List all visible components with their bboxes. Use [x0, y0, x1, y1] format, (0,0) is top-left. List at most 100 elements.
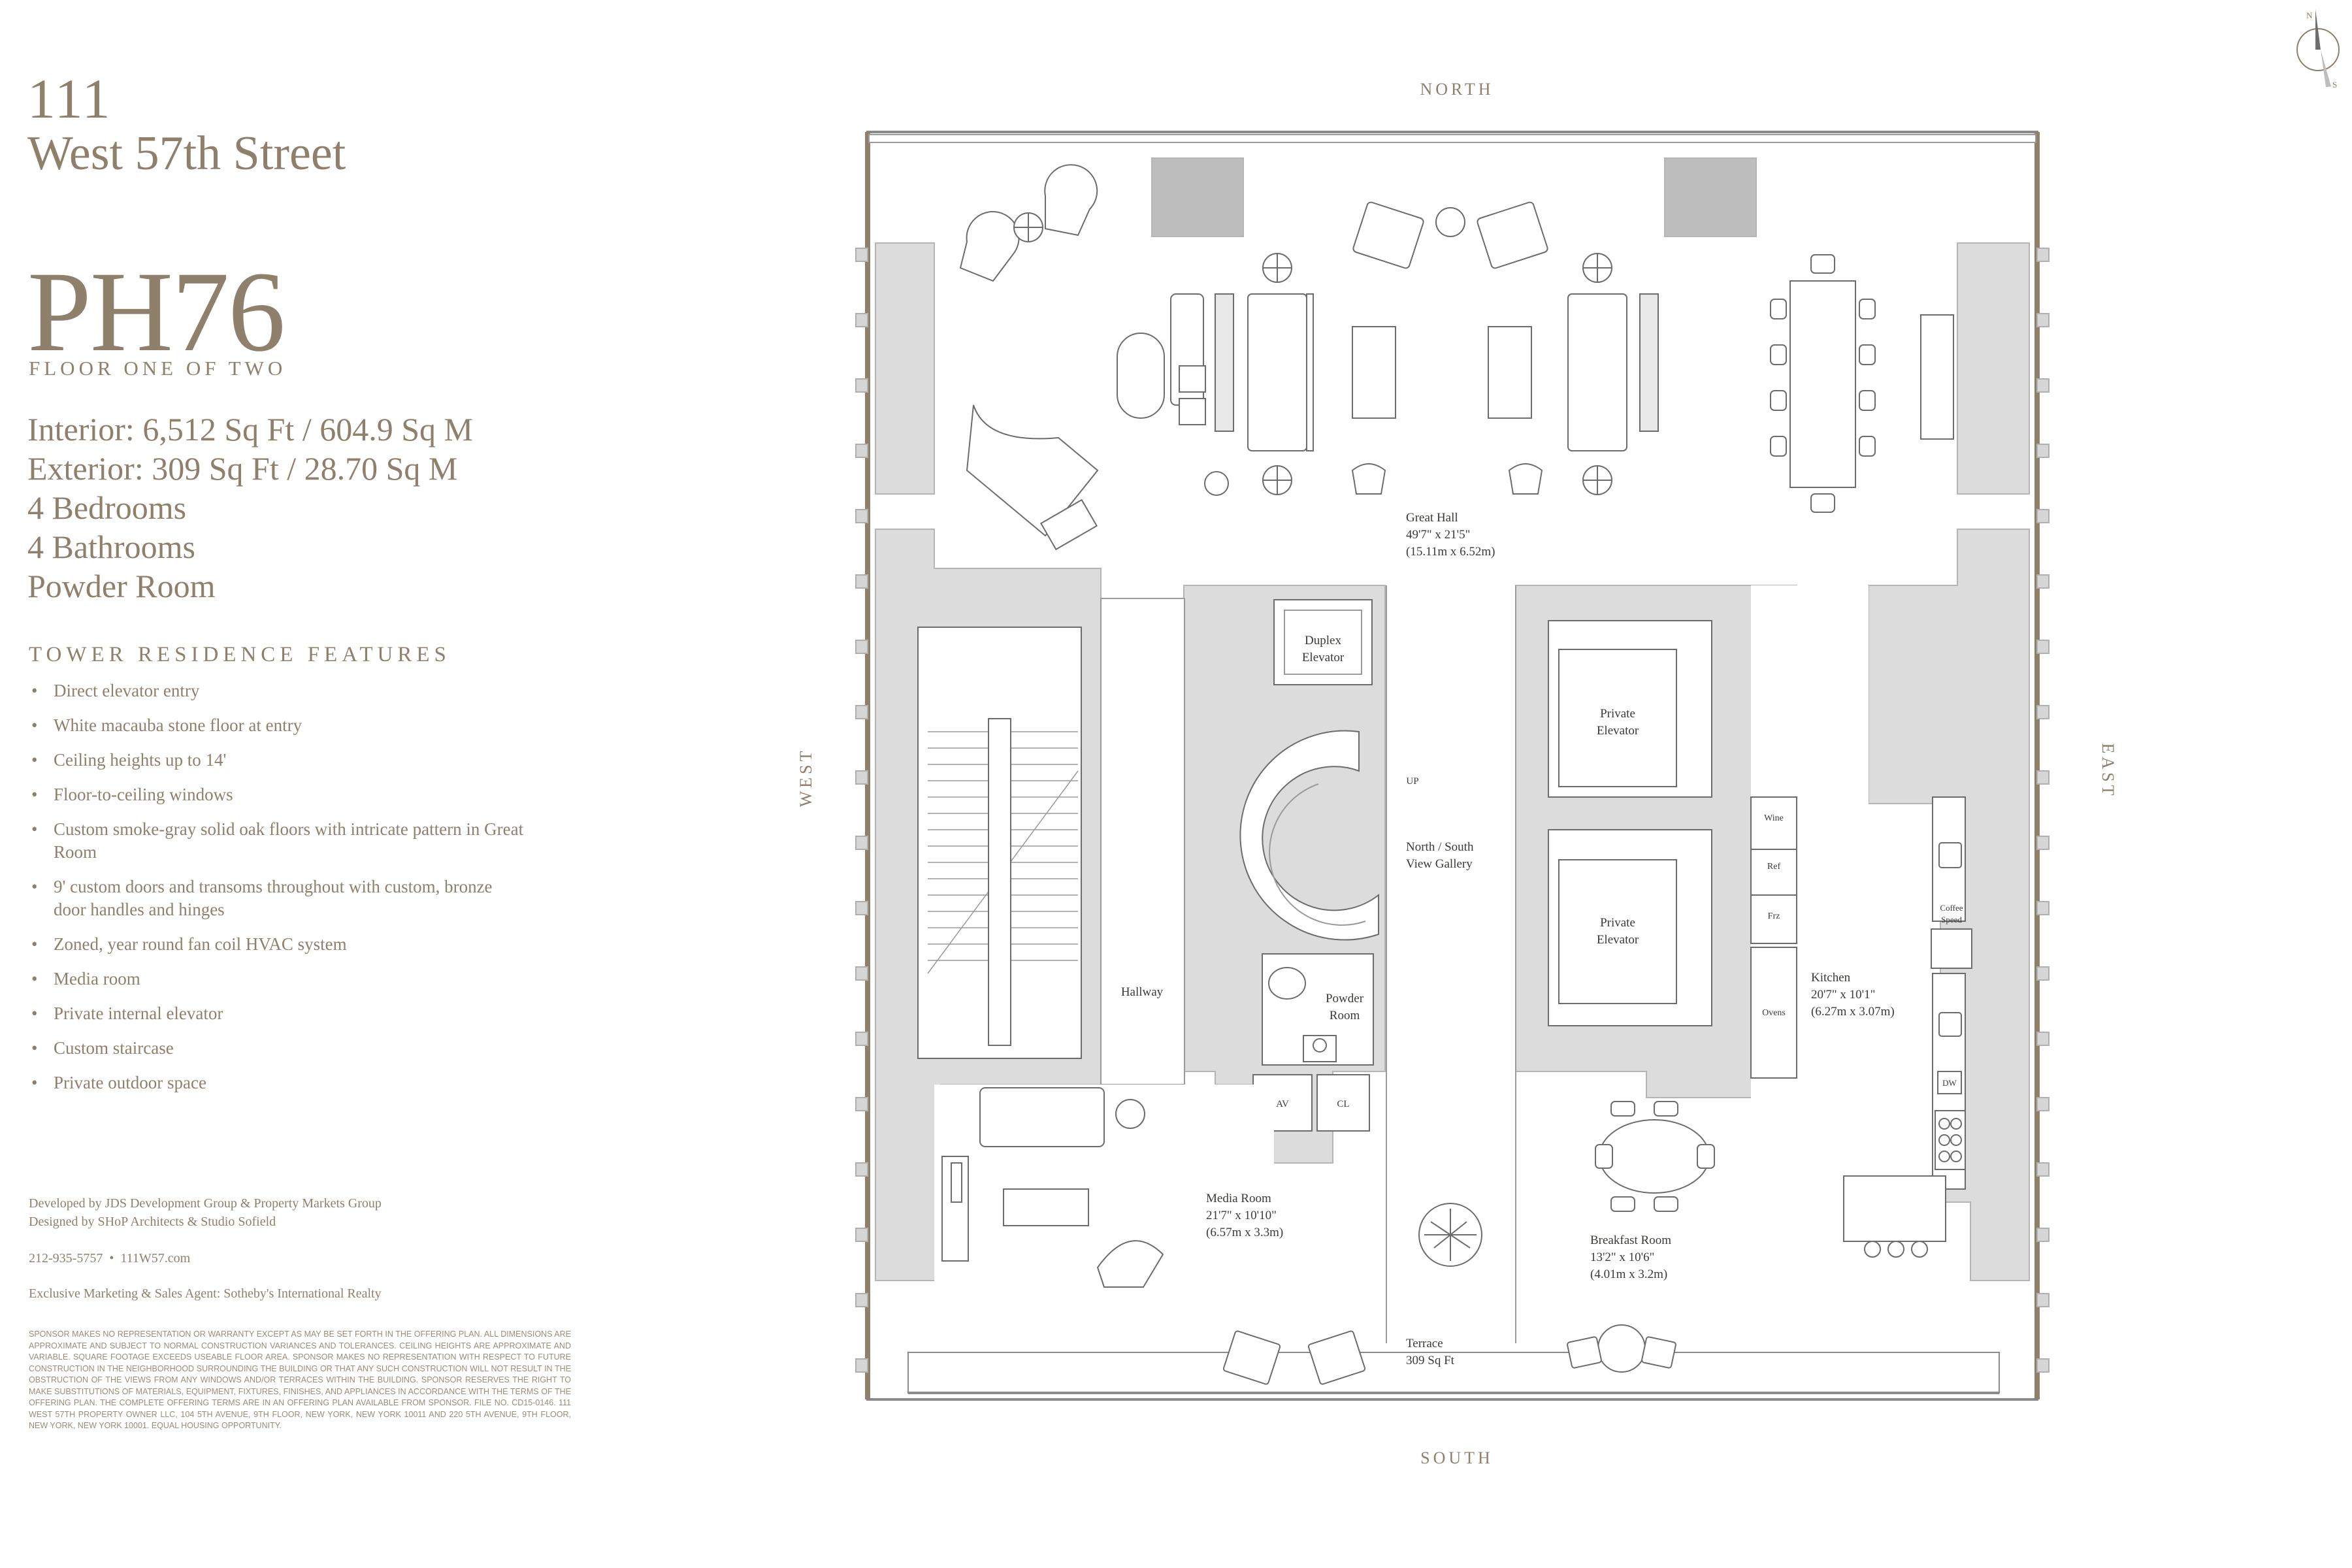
- feature-item: •Floor-to-ceiling windows: [29, 783, 525, 806]
- credit-agent: Exclusive Marketing & Sales Agent: Sothe…: [29, 1286, 382, 1301]
- building-number: 111: [27, 67, 112, 130]
- feature-item: •Private internal elevator: [29, 1002, 525, 1025]
- bullet-icon: •: [31, 750, 38, 770]
- ovens: [1750, 947, 1797, 1079]
- unit-name: PH76: [27, 248, 286, 376]
- bullet-icon: •: [31, 969, 38, 988]
- spec-powder-room: Powder Room: [27, 568, 216, 604]
- bullet-icon: •: [31, 1073, 38, 1092]
- lounge-chair: [1044, 164, 1098, 237]
- terrace-name: Terrace: [1406, 1337, 1443, 1350]
- stair-up-label: UP: [1406, 776, 1418, 787]
- breakfast-room-dims: 13'2" x 10'6": [1590, 1250, 1654, 1264]
- coffee-label-1: Coffee: [1940, 903, 1963, 913]
- chair: [1351, 463, 1386, 495]
- label-west: WEST: [796, 748, 815, 808]
- media-room-dims: 21'7" x 10'10": [1206, 1209, 1277, 1222]
- feature-item: •Ceiling heights up to 14': [29, 749, 525, 772]
- great-hall-furniture: [959, 164, 1954, 551]
- great-hall-metric: (15.11m x 6.52m): [1406, 545, 1495, 559]
- private-elevator-label-1: Private: [1600, 707, 1635, 721]
- cl-closet: [1316, 1074, 1370, 1132]
- feature-item: •Custom smoke-gray solid oak floors with…: [31, 819, 524, 862]
- feature-item: •Zoned, year round fan coil HVAC system: [29, 933, 525, 956]
- sofa-main-right: [1567, 293, 1627, 451]
- kitchen-name: Kitchen: [1811, 971, 1851, 985]
- west-pier-upper: [875, 242, 935, 495]
- shaft-north-left: [1151, 157, 1244, 237]
- features-title: TOWER RESIDENCE FEATURES: [29, 643, 451, 666]
- media-ottoman: [1003, 1188, 1089, 1226]
- ovens-label: Ovens: [1762, 1008, 1786, 1018]
- terrace-area: 309 Sq Ft: [1406, 1354, 1455, 1367]
- piano-bench: [1039, 498, 1098, 551]
- bullet-icon: •: [31, 877, 38, 896]
- dw-label: DW: [1942, 1078, 1957, 1088]
- dishwasher: [1937, 1071, 1962, 1094]
- console: [1215, 293, 1234, 432]
- private-elevator-lower: [1548, 829, 1712, 1026]
- hallway: [1100, 598, 1185, 1085]
- kitchen-island: [1843, 1175, 1946, 1242]
- side-table-icon: [1115, 1099, 1145, 1129]
- coffee-label-2: Speed: [1941, 915, 1962, 924]
- private-elevator-label-2: Elevator: [1597, 724, 1639, 738]
- feature-item: •Private outdoor space: [29, 1071, 525, 1094]
- disclaimer: Sponsor makes no representation or warra…: [29, 1330, 571, 1430]
- bullet-icon: •: [31, 715, 38, 735]
- spec-bathrooms: 4 Bathrooms: [27, 529, 195, 565]
- spec-exterior: Exterior: 309 Sq Ft / 28.70 Sq M: [27, 450, 458, 487]
- media-room-metric: (6.57m x 3.3m): [1206, 1226, 1283, 1239]
- duplex-elevator-label-1: Duplex: [1305, 634, 1341, 647]
- armchair: [1352, 201, 1424, 269]
- feature-item: •9' custom doors and transoms throughout…: [31, 877, 493, 919]
- bullet-icon: •: [31, 785, 38, 804]
- feature-item: •Direct elevator entry: [29, 679, 525, 702]
- stair-rail: [988, 718, 1011, 1046]
- bullet-icon: •: [31, 819, 38, 839]
- lounge-chair: [959, 211, 1020, 282]
- label-north: NORTH: [1420, 80, 1494, 99]
- frz: [1750, 894, 1797, 944]
- terrace-chair: [1222, 1330, 1281, 1385]
- spec-bedrooms: 4 Bedrooms: [27, 489, 187, 526]
- shaft-north-right: [1664, 157, 1757, 237]
- ref: [1750, 849, 1797, 896]
- building-street: West 57th Street: [27, 127, 346, 180]
- feature-item: •White macauba stone floor at entry: [29, 714, 525, 737]
- great-hall-dims: 49'7" x 21'5": [1406, 528, 1470, 542]
- west-fins: [855, 248, 868, 1373]
- powder-room-label-1: Powder: [1326, 992, 1364, 1005]
- coffee-table: [1488, 326, 1532, 419]
- chair: [1508, 463, 1543, 495]
- ref-label: Ref: [1767, 862, 1781, 872]
- terrace-table: [1597, 1324, 1646, 1373]
- great-hall-name: Great Hall: [1406, 511, 1458, 525]
- private-elevator-lower-label-1: Private: [1600, 916, 1635, 930]
- sink-icon: [1938, 1012, 1962, 1037]
- kitchen-metric: (6.27m x 3.07m): [1811, 1005, 1895, 1019]
- contact-info: 212-935-5757 • 111W57.com: [29, 1251, 191, 1266]
- compass-s: S: [2332, 80, 2340, 88]
- label-south: SOUTH: [1420, 1448, 1494, 1467]
- oval-table: [1117, 333, 1165, 419]
- east-pier-upper: [1957, 242, 2030, 495]
- bullet-icon: •: [31, 1038, 38, 1058]
- feature-item: •Media room: [29, 968, 525, 990]
- credit-developed: Developed by JDS Development Group & Pro…: [29, 1196, 382, 1211]
- armchair: [1477, 201, 1548, 269]
- label-east: EAST: [2099, 743, 2117, 799]
- hallway-label: Hallway: [1121, 985, 1164, 999]
- north-windows: [868, 134, 2036, 143]
- terrace: [907, 1352, 2000, 1394]
- bullet-icon: •: [31, 934, 38, 954]
- kitchen-dims: 20'7" x 10'1": [1811, 988, 1875, 1002]
- floor-plan: NORTH SOUTH WEST EAST: [796, 80, 2117, 1467]
- gallery-label-2: View Gallery: [1406, 857, 1473, 871]
- features-list: •Direct elevator entry •White macauba st…: [29, 679, 525, 1106]
- breakfast-table: [1599, 1119, 1710, 1194]
- duplex-elevator: [1273, 599, 1373, 685]
- toilet-icon: [1268, 967, 1306, 1000]
- wine-label: Wine: [1764, 813, 1784, 823]
- media-chair: [1096, 1240, 1164, 1288]
